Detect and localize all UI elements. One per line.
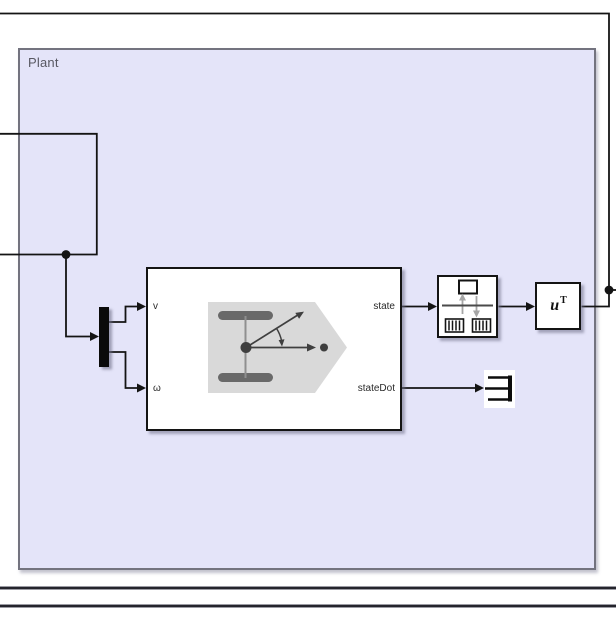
feedback-wire-top[interactable] (0, 12, 610, 308)
demux-block[interactable] (99, 307, 109, 367)
record-icon (442, 279, 493, 333)
demux-input-wire[interactable] (65, 254, 91, 338)
separator-line (0, 604, 616, 608)
out-bus-element-block[interactable] (484, 370, 515, 408)
vehicle-kinematics-icon (208, 302, 347, 393)
output-port-label-state: state (373, 301, 395, 312)
demux-out-v-wire[interactable] (109, 305, 138, 323)
velocity-arrowhead (307, 343, 316, 352)
input-port-label-v: v (153, 301, 158, 312)
download-arrowhead (473, 310, 480, 318)
target-dot (320, 343, 328, 352)
buffer-left-icon (444, 318, 465, 333)
vehicle-kinematics-block[interactable]: v ω state stateDot (146, 267, 402, 431)
arrowhead (137, 302, 146, 311)
out-bus-element-icon (485, 375, 512, 402)
heading-arrowhead (295, 311, 304, 319)
demux-out-omega-wire[interactable] (109, 351, 138, 389)
heading-arrow (245, 312, 302, 349)
arrowhead (526, 302, 535, 311)
output-port-label-statedot: stateDot (357, 383, 395, 394)
upload-arrowhead (459, 293, 466, 301)
transpose-sup-text: T (560, 294, 567, 306)
arrowhead (428, 302, 437, 311)
record-block[interactable] (437, 275, 498, 338)
wheel-axle-top-icon (218, 311, 273, 320)
arrowhead (475, 383, 484, 393)
input-loop-wire[interactable] (0, 132, 98, 256)
angle-arc-arrowhead (278, 339, 285, 347)
input-port-label-omega: ω (153, 383, 161, 394)
separator-line (0, 586, 616, 590)
transpose-base-text: u (550, 297, 560, 314)
plant-area-label: Plant (28, 55, 59, 70)
display-icon (458, 279, 478, 295)
arrowhead (90, 332, 99, 341)
wire-junction-dot (604, 285, 614, 295)
arrowhead (137, 383, 146, 393)
buffer-right-icon (471, 318, 492, 333)
